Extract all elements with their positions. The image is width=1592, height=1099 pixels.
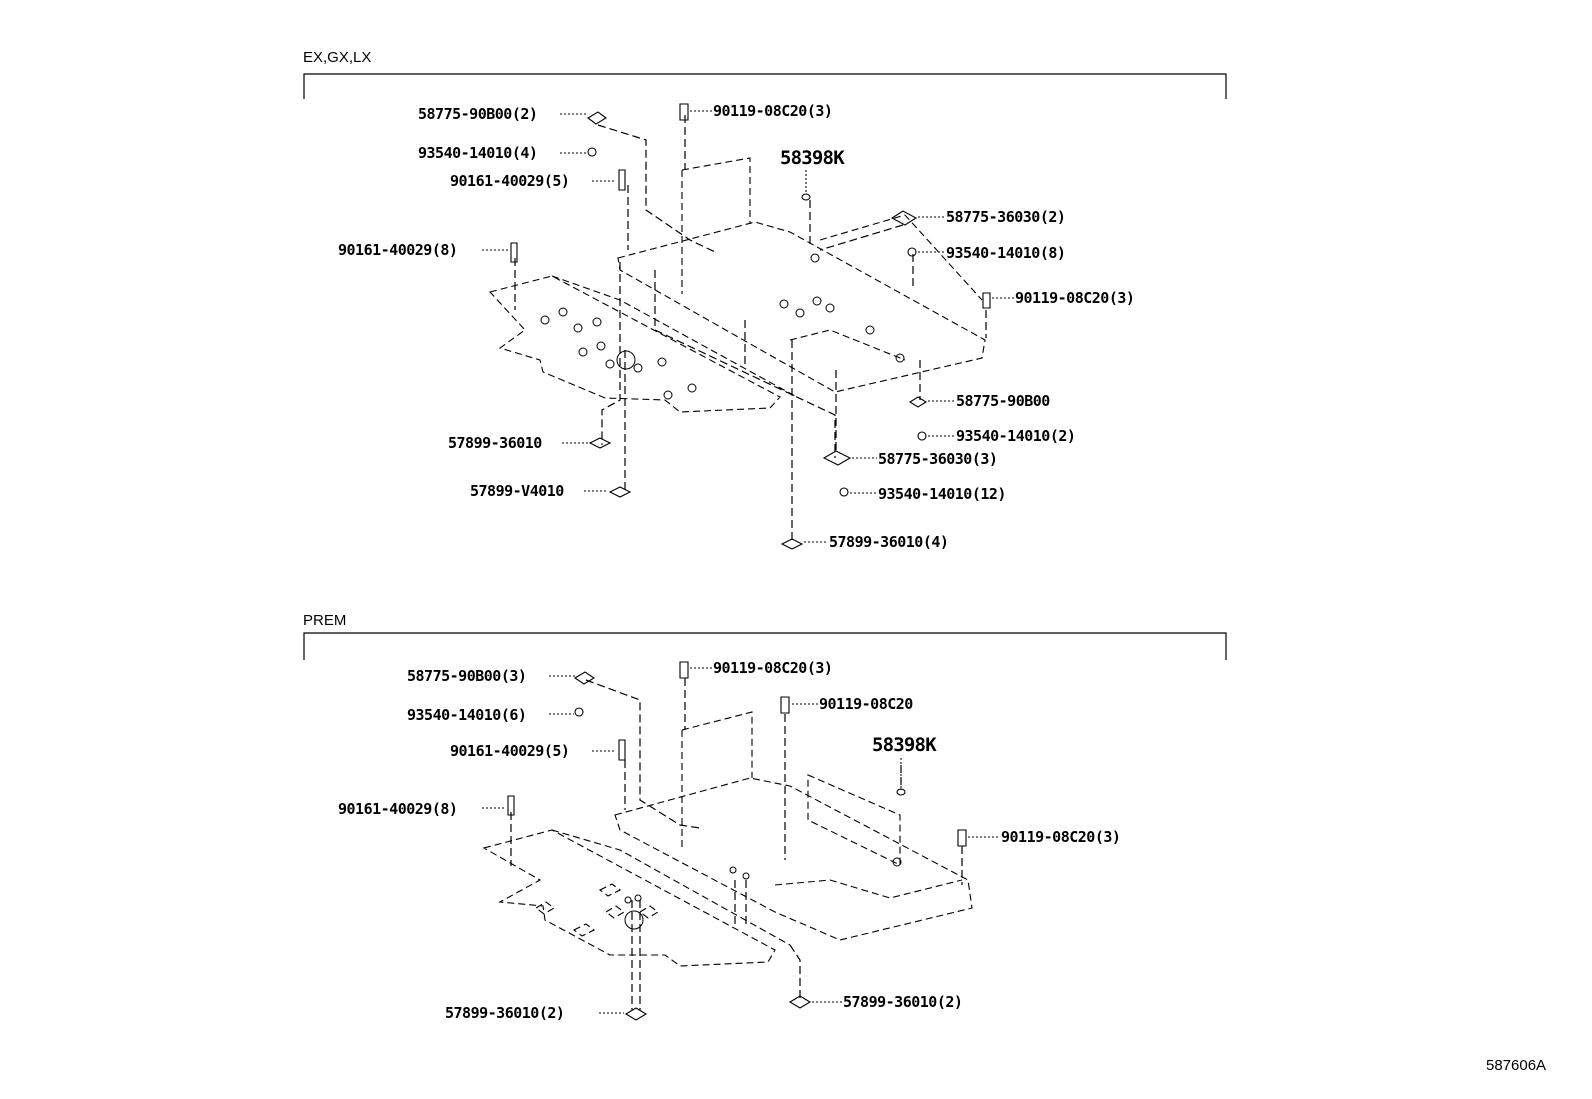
fastener-axis-lines [514, 115, 987, 540]
bolt-icon [618, 739, 626, 761]
clip-icon [608, 486, 632, 498]
clip-icon [573, 671, 596, 685]
bolt-icon [507, 795, 515, 816]
screw-icon [839, 487, 849, 497]
rear-undercover-panel [614, 777, 973, 941]
rear-panel-holes [729, 857, 902, 880]
part-label: 93540-14010(12) [878, 485, 1006, 503]
front-undercover-panel [488, 275, 781, 413]
part-label: 58775-36030(3) [878, 450, 997, 468]
fastener-axis-lines [510, 678, 963, 1010]
front-panel-cutouts [535, 883, 659, 937]
part-label: 57899-36010(2) [843, 993, 962, 1011]
part-label: 90161-40029(5) [450, 172, 569, 190]
grommet-icon [801, 193, 811, 201]
front-panel-holes [540, 307, 697, 400]
part-label: 93540-14010(8) [946, 244, 1065, 262]
grommet-icon [896, 788, 906, 796]
part-label: 93540-14010(2) [956, 427, 1075, 445]
screw-icon [574, 707, 584, 717]
rear-panel-flap [681, 157, 751, 294]
part-label: 58398K [780, 147, 845, 169]
part-label: 93540-14010(4) [418, 144, 537, 162]
clip-icon [890, 210, 918, 226]
front-panel-edge [551, 829, 791, 946]
clip-icon [587, 111, 607, 125]
section-title: EX,GX,LX [303, 49, 371, 66]
rear-panel-holes [779, 253, 905, 363]
bolt-icon [510, 242, 518, 263]
part-label: 93540-14010(6) [407, 706, 526, 724]
clip-icon [780, 538, 804, 550]
bolt-icon [679, 103, 689, 121]
clip-icon [908, 396, 928, 408]
front-panel-edge [551, 275, 796, 397]
screw-icon [587, 147, 597, 157]
part-label: 90161-40029(8) [338, 800, 457, 818]
diagram-id: 587606A [1486, 1057, 1546, 1074]
screw-icon [917, 431, 927, 441]
section-title: PREM [303, 612, 346, 629]
part-label: 90119-08C20(3) [1015, 289, 1134, 307]
leader-lines [482, 110, 1014, 543]
rear-panel-step [774, 774, 963, 899]
part-label: 58775-36030(2) [946, 208, 1065, 226]
part-label: 90119-08C20(3) [713, 102, 832, 120]
fastener-glyphs [510, 103, 991, 550]
clip-icon [822, 450, 852, 466]
section-bracket [303, 73, 1227, 99]
fastener-glyphs [507, 661, 967, 1021]
clip-icon [624, 1007, 648, 1021]
bolt-icon [618, 169, 626, 191]
part-label: 57899-36010(4) [829, 533, 948, 551]
rear-panel-flap [681, 711, 753, 850]
section-bracket [303, 632, 1227, 660]
bolt-icon [982, 292, 991, 309]
part-label: 57899-36010(2) [445, 1004, 564, 1022]
part-label: 90119-08C20(3) [713, 659, 832, 677]
part-label: 90161-40029(8) [338, 241, 457, 259]
part-label: 58775-90B00(2) [418, 105, 537, 123]
clip-icon [588, 437, 612, 449]
part-label: 57899-36010 [448, 434, 542, 452]
part-label: 58775-90B00(3) [407, 667, 526, 685]
clip-icon [788, 995, 812, 1009]
rear-panel-ridge [789, 214, 983, 361]
part-label: 90119-08C20(3) [1001, 828, 1120, 846]
part-label: 90161-40029(5) [450, 742, 569, 760]
part-label: 57899-V4010 [470, 482, 564, 500]
bolt-icon [957, 829, 967, 847]
section-ex-gx-lx: EX,GX,LX [303, 49, 1227, 551]
leader-lines [482, 667, 1000, 1014]
part-label: 58775-90B00 [956, 392, 1050, 410]
front-undercover-panel [482, 829, 776, 967]
rear-undercover-panel [617, 221, 986, 393]
part-label: 90119-08C20 [819, 695, 913, 713]
section-prem: PREM [303, 612, 1227, 1022]
bolt-icon [780, 696, 790, 714]
screw-icon [907, 247, 917, 257]
part-label: 58398K [872, 734, 937, 756]
bolt-icon [679, 661, 689, 679]
